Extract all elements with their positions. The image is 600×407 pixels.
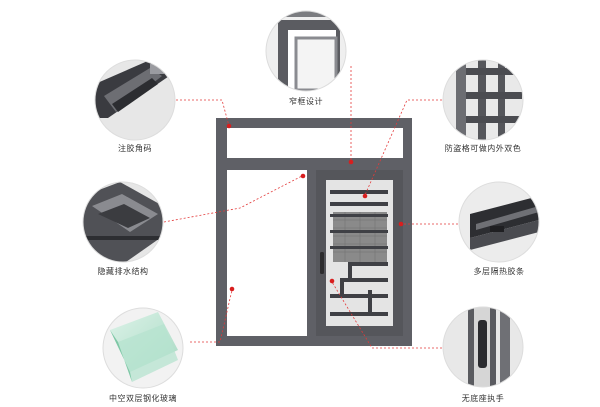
corner-glue-closeup-icon xyxy=(94,59,176,141)
label-insulation-strip: 多层隔热胶条 xyxy=(473,267,525,276)
window-frame xyxy=(216,118,412,346)
label-security-grille: 防盗格可做内外双色 xyxy=(444,144,522,153)
label-hidden-drainage: 隐藏排水结构 xyxy=(97,267,149,276)
hidden-drainage-closeup-icon xyxy=(82,181,164,263)
callout-dots xyxy=(226,123,404,292)
label-corner-glue: 注胶角码 xyxy=(118,144,152,153)
leader-lines xyxy=(163,66,458,349)
narrow-frame-closeup-icon xyxy=(265,10,347,92)
security-grille-closeup-icon xyxy=(442,59,524,141)
label-narrow-frame: 窄框设计 xyxy=(289,97,323,106)
insulation-strip-closeup-icon xyxy=(458,181,540,263)
double-glass-closeup-icon xyxy=(102,307,184,389)
label-double-glass: 中空双层钢化玻璃 xyxy=(109,394,177,403)
label-handle: 无底座执手 xyxy=(461,394,505,403)
handle-closeup-icon xyxy=(442,306,524,388)
